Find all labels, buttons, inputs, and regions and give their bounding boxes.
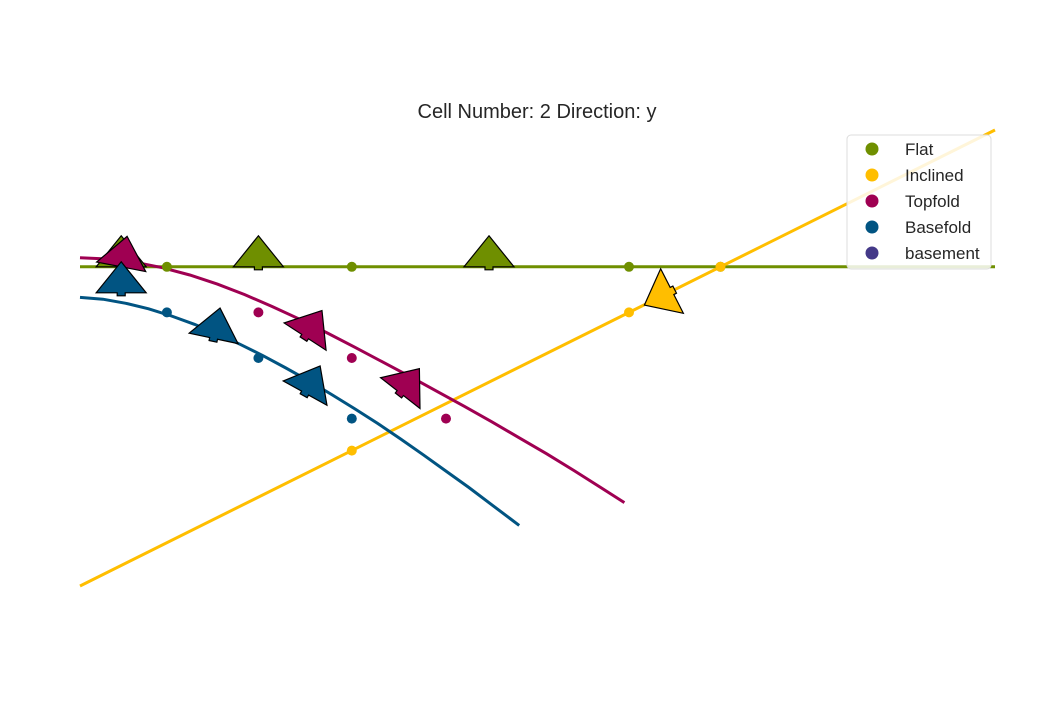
data-point-topfold [441, 413, 451, 424]
orientation-marker-flat [462, 234, 516, 271]
legend-label: basement [905, 244, 980, 263]
legend-label: Basefold [905, 218, 971, 237]
series-lines [79, 128, 996, 588]
data-point-topfold [346, 353, 357, 363]
series-points [161, 261, 726, 456]
legend-marker [865, 168, 879, 182]
data-point-inclined [346, 445, 357, 456]
legend-label: Flat [905, 140, 934, 159]
legend-item-basefold: Basefold [865, 218, 971, 237]
orientation-marker-topfold [379, 367, 421, 410]
orientation-marker-basefold [187, 307, 240, 345]
data-point-inclined [624, 307, 634, 318]
data-point-basefold [253, 353, 264, 363]
orientation-marker-basefold [94, 260, 148, 297]
orientation-marker-inclined [643, 267, 685, 315]
data-point-basefold [346, 413, 357, 424]
data-point-inclined [715, 261, 726, 272]
data-point-topfold [253, 307, 264, 318]
legend-marker [865, 246, 879, 260]
legend-item-inclined: Inclined [865, 166, 964, 185]
data-point-flat [624, 261, 634, 272]
data-point-flat [346, 261, 357, 272]
legend-marker [865, 220, 879, 234]
orientation-marker-topfold [282, 309, 327, 352]
data-point-flat [161, 261, 172, 272]
legend-item-topfold: Topfold [865, 192, 960, 211]
orientation-markers [94, 234, 685, 410]
plot-area [79, 128, 996, 588]
data-point-basefold [161, 307, 172, 318]
legend-item-basement: basement [865, 244, 980, 263]
legend-item-flat: Flat [865, 140, 934, 159]
orientation-marker-basefold [281, 365, 328, 407]
legend-marker [865, 194, 879, 208]
legend-label: Topfold [905, 192, 960, 211]
orientation-marker-flat [232, 234, 285, 271]
legend-marker [865, 142, 879, 156]
legend-frame [846, 134, 992, 270]
series-line-topfold [79, 256, 626, 504]
series-line-inclined [79, 128, 996, 588]
legend-label: Inclined [905, 166, 964, 185]
chart-title: Cell Number: 2 Direction: y [418, 101, 657, 123]
